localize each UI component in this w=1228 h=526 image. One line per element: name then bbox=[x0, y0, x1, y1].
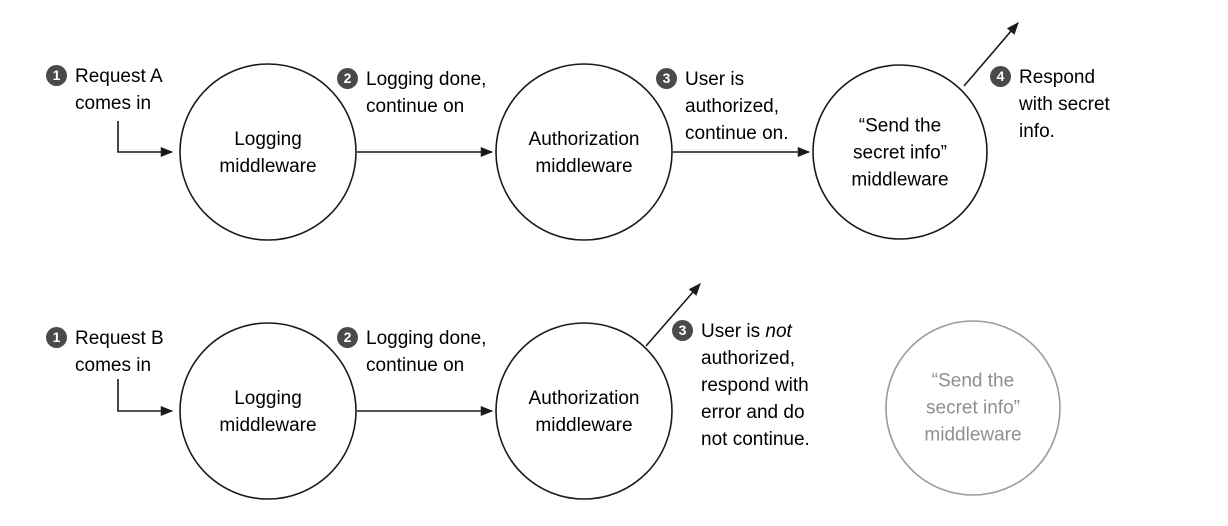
annotation-text-user-authorized-a: User is authorized, continue on. bbox=[685, 69, 789, 144]
annotation-logging-done-b: 2 Logging done, continue on bbox=[337, 325, 486, 379]
node-label-send-secret-info-inactive-b: “Send the secret info” middleware bbox=[924, 370, 1022, 446]
annotation-user-not-authorized-b: 3 User is not authorized, respond with e… bbox=[672, 318, 810, 453]
annotation-text-italic-not: not bbox=[765, 321, 792, 342]
annotation-request-b-comes-in: 1 Request B comes in bbox=[46, 325, 164, 379]
step-3-badge-b: 3 bbox=[672, 320, 693, 341]
step-1-badge-a: 1 bbox=[46, 65, 67, 86]
step-3-badge-a: 3 bbox=[656, 68, 677, 89]
annotation-user-authorized-a: 3 User is authorized, continue on. bbox=[656, 66, 789, 147]
node-send-secret-info-inactive-b bbox=[885, 320, 1061, 496]
annotation-respond-secret-a: 4 Respond with secret info. bbox=[990, 64, 1110, 145]
annotation-text-request-a: Request A comes in bbox=[75, 66, 163, 114]
arrow-request-a-in bbox=[117, 121, 174, 157]
arrow-request-b-in bbox=[117, 379, 174, 416]
arrow-respond-out-a bbox=[963, 22, 1019, 87]
node-label-send-secret-info-a: “Send the secret info” middleware bbox=[851, 115, 949, 191]
annotation-text-logging-done-b: Logging done, continue on bbox=[366, 328, 487, 376]
annotation-text-request-b: Request B comes in bbox=[75, 328, 164, 376]
node-logging-middleware-a bbox=[179, 63, 357, 241]
node-logging-middleware-b bbox=[179, 322, 357, 500]
annotation-text-post: authorized, respond with error and do no… bbox=[701, 348, 810, 450]
step-4-badge-a: 4 bbox=[990, 66, 1011, 87]
annotation-text-user-not-authorized-b: User is not authorized, respond with err… bbox=[701, 318, 810, 453]
annotation-logging-done-a: 2 Logging done, continue on bbox=[337, 66, 486, 120]
node-label-logging-a: Logging middleware bbox=[219, 129, 317, 177]
node-label-authorization-b: Authorization middleware bbox=[528, 388, 640, 436]
annotation-text-pre: User is bbox=[701, 321, 766, 342]
annotation-request-a-comes-in: 1 Request A comes in bbox=[46, 63, 163, 117]
step-1-badge-b: 1 bbox=[46, 327, 67, 348]
step-2-badge-b: 2 bbox=[337, 327, 358, 348]
node-authorization-middleware-b bbox=[495, 322, 673, 500]
step-2-badge-a: 2 bbox=[337, 68, 358, 89]
annotation-text-logging-done-a: Logging done, continue on bbox=[366, 69, 487, 117]
node-send-secret-info-a bbox=[812, 64, 988, 240]
node-authorization-middleware-a bbox=[495, 63, 673, 241]
arrow-error-out-b bbox=[645, 283, 701, 347]
annotation-text-respond-secret-a: Respond with secret info. bbox=[1019, 67, 1110, 142]
node-label-authorization-a: Authorization middleware bbox=[528, 129, 640, 177]
node-label-logging-b: Logging middleware bbox=[219, 388, 317, 436]
